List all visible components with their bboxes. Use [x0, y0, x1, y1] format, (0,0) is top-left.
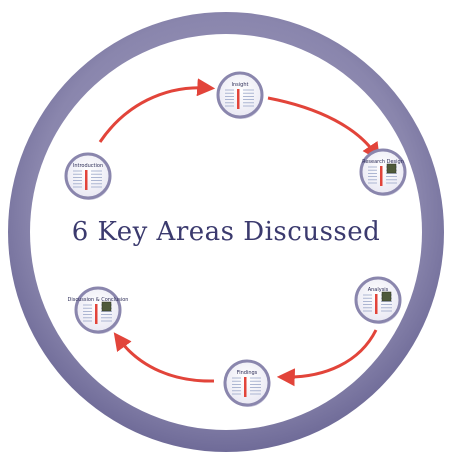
node-bottom[interactable]: Findings [223, 359, 271, 407]
cycle-arrows [98, 78, 380, 387]
node-circle [64, 152, 112, 200]
node-thumbnail-icon [101, 301, 112, 312]
node-accent-bar [380, 166, 383, 186]
node-title: Findings [237, 370, 258, 376]
node-circle [74, 286, 122, 334]
node-accent-bar [237, 89, 240, 109]
node-circle [354, 276, 402, 324]
inner-disc [30, 34, 422, 430]
node-thumbnail-icon [381, 291, 392, 302]
node-title: Analysis [368, 287, 389, 293]
node-upper-right[interactable]: Research Design [359, 148, 407, 196]
node-title: Introduction [73, 163, 103, 169]
node-accent-bar [95, 304, 98, 324]
node-accent-bar [85, 170, 88, 190]
node-title: Research Design [362, 159, 404, 165]
node-lower-left[interactable]: Discussion & Conclusion [68, 286, 129, 334]
diagram-title: 6 Key Areas Discussed [72, 217, 381, 247]
arrow-top-to-upper-right [267, 96, 380, 161]
node-accent-bar [244, 377, 247, 397]
node-lower-right[interactable]: Analysis [354, 276, 402, 324]
node-accent-bar [375, 294, 378, 314]
node-circle [216, 71, 264, 119]
node-circle [223, 359, 271, 407]
arrow-lower-right-to-bottom [276, 329, 378, 387]
node-top[interactable]: Insight [216, 71, 264, 119]
node-title: Discussion & Conclusion [68, 297, 129, 303]
node-title: Insight [232, 82, 249, 88]
node-circle [359, 148, 407, 196]
arrow-bottom-to-lower-left [113, 332, 215, 383]
node-thumbnail-icon [386, 163, 397, 174]
arrow-upper-left-to-top [98, 78, 216, 143]
node-upper-left[interactable]: Introduction [64, 152, 112, 200]
